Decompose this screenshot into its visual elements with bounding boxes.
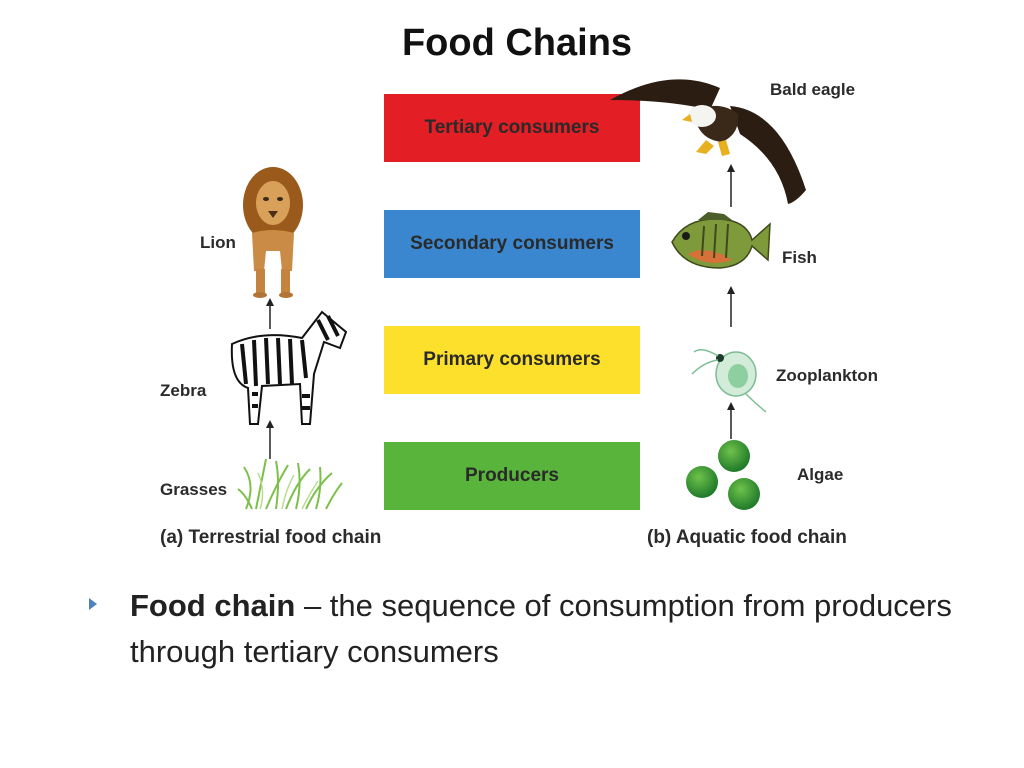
zebra-label: Zebra	[160, 381, 207, 400]
arrow-up-icon	[266, 298, 274, 329]
zooplankton-icon	[691, 349, 767, 413]
lion-icon	[243, 167, 303, 298]
tertiary-consumers-band: Tertiary consumers	[384, 94, 640, 162]
bald-eagle-label: Bald eagle	[770, 80, 856, 99]
bullet-point: Food chain – the sequence of consumption…	[88, 583, 968, 675]
bullet-text: Food chain – the sequence of consumption…	[130, 583, 968, 675]
producers-label: Producers	[465, 465, 559, 486]
bald-eagle-icon	[610, 79, 806, 204]
arrow-up-icon	[266, 420, 274, 459]
bullet-definition: – the sequence of consumption from produ…	[130, 588, 952, 669]
bullet-term: Food chain	[130, 588, 296, 623]
primary-consumers-label: Primary consumers	[423, 349, 601, 370]
terrestrial-caption: (a) Terrestrial food chain	[160, 527, 382, 548]
tertiary-consumers-label: Tertiary consumers	[424, 117, 600, 138]
producers-band: Producers	[384, 442, 640, 510]
triangle-bullet-icon	[89, 598, 97, 610]
arrow-up-icon	[727, 402, 735, 439]
slide-title: Food Chains	[401, 22, 633, 64]
zooplankton-label: Zooplankton	[776, 366, 878, 385]
arrow-up-icon	[727, 164, 735, 207]
grass-icon	[237, 458, 343, 510]
secondary-consumers-band: Secondary consumers	[384, 210, 640, 278]
algae-icon	[686, 440, 760, 510]
fish-label: Fish	[782, 248, 817, 267]
fish-icon	[671, 212, 771, 269]
zebra-icon	[230, 310, 348, 425]
algae-label: Algae	[797, 465, 844, 484]
grasses-label: Grasses	[160, 480, 228, 499]
lion-label: Lion	[200, 233, 236, 252]
secondary-consumers-label: Secondary consumers	[410, 233, 614, 254]
primary-consumers-band: Primary consumers	[384, 326, 640, 394]
arrow-up-icon	[727, 286, 735, 327]
aquatic-caption: (b) Aquatic food chain	[647, 527, 847, 548]
